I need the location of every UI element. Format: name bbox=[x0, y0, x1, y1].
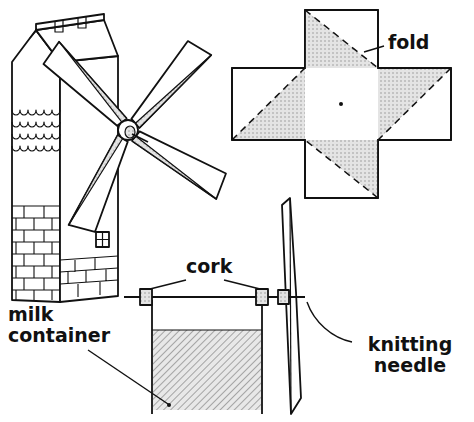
part-label: cork bbox=[186, 256, 232, 277]
side-view bbox=[124, 198, 305, 414]
cork bbox=[140, 289, 152, 305]
cork bbox=[278, 290, 289, 304]
windmill-sails bbox=[39, 36, 233, 239]
cork bbox=[256, 289, 268, 305]
sail-pattern bbox=[232, 10, 451, 198]
part-label: knitting needle bbox=[354, 334, 466, 376]
window bbox=[96, 232, 109, 247]
part-label: fold bbox=[388, 32, 429, 53]
leader-lines bbox=[88, 46, 384, 407]
part-label: milk container bbox=[8, 304, 120, 346]
